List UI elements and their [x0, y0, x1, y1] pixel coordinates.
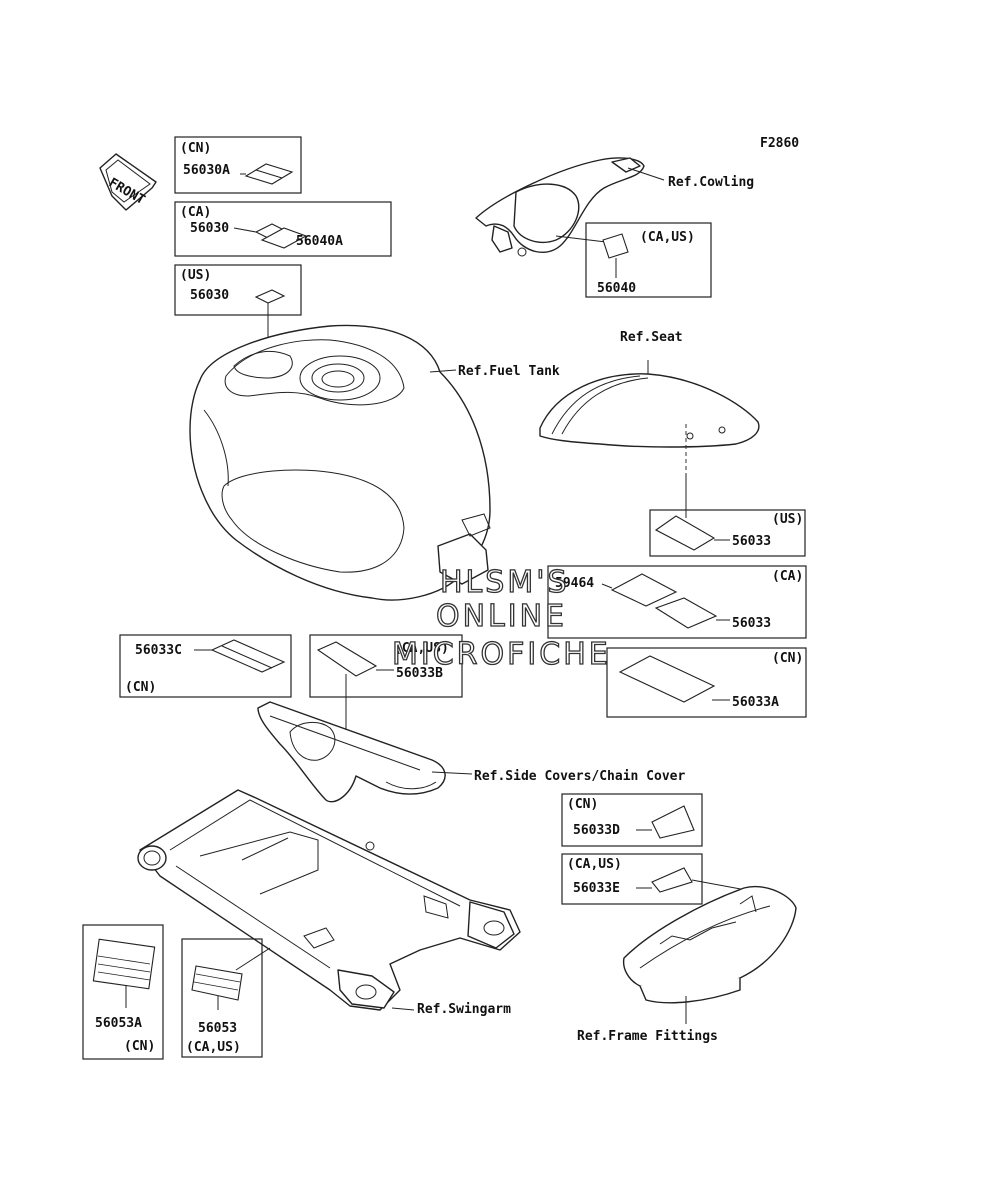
callout-swing-caus: 56053 (CA,US) — [181, 938, 263, 1058]
watermark-line-2: ONLINE — [436, 599, 567, 634]
callout-region: (CN) — [567, 797, 598, 812]
callout-region: (CA,US) — [186, 1040, 241, 1055]
callout-region: (US) — [180, 268, 211, 283]
ref-seat: Ref.Seat — [620, 330, 683, 345]
ref-side-covers: Ref.Side Covers/Chain Cover — [474, 769, 685, 784]
callout-region: (CN) — [125, 680, 156, 695]
callout-region: (CN) — [180, 141, 211, 156]
callout-part-number: 56040 — [597, 281, 636, 296]
ref-fuel-tank: Ref.Fuel Tank — [458, 364, 560, 379]
callout-ca-56030: (CA) 56030 56040A — [174, 201, 392, 257]
callout-region: (CA,US) — [640, 230, 695, 245]
swingarm-part: Ref.Swingarm — [137, 789, 521, 1017]
callout-part-number: 56053A — [95, 1016, 142, 1031]
callout-part-number-2: 56033 — [732, 616, 771, 631]
callout-us-56030: (US) 56030 — [174, 264, 302, 355]
ref-cowling: Ref.Cowling — [668, 175, 754, 190]
figure-code: F2860 — [760, 136, 799, 151]
fuel-tank-part: Ref.Fuel Tank — [189, 324, 560, 601]
callout-region: (CN) — [772, 651, 803, 666]
watermark-line-1: HLSM'S — [440, 565, 570, 600]
watermark: HLSM'S ONLINE MICROFICHE — [391, 564, 611, 672]
callout-part-number: 56033E — [573, 881, 620, 896]
ref-swingarm: Ref.Swingarm — [417, 1002, 511, 1017]
callout-region: (CA) — [772, 569, 803, 584]
callout-part-number: 56030 — [190, 288, 229, 303]
side-cover-part: Ref.Side Covers/Chain Cover — [257, 701, 685, 803]
front-arrow-icon: FRONT — [99, 153, 157, 211]
callout-part-number: 56033 — [732, 534, 771, 549]
callout-side-cn: 56033C (CN) — [119, 634, 292, 698]
callout-part-number: 56033C — [135, 643, 182, 658]
callout-part-number: 56030A — [183, 163, 230, 178]
callout-cowl-56040: (CA,US) 56040 — [585, 222, 712, 298]
seat-part: Ref.Seat — [539, 330, 760, 518]
callout-part-number: 56053 — [198, 1021, 237, 1036]
callout-seat-us: (US) 56033 — [649, 509, 806, 557]
callout-seat-cn: (CN) 56033A — [606, 647, 807, 718]
callout-part-number-2: 56040A — [296, 234, 343, 249]
callout-seat-ca: (CA) 59464 56033 — [547, 565, 807, 639]
callout-part-number: 56033B — [396, 666, 443, 681]
callout-region: (CA,US) — [567, 857, 622, 872]
callout-swing-cn: 56053A (CN) — [82, 924, 164, 1060]
callout-region: (CA) — [180, 205, 211, 220]
callout-cn-56030a: (CN) 56030A — [174, 136, 302, 194]
ref-frame-fittings: Ref.Frame Fittings — [577, 1029, 718, 1044]
callout-part-number: 56033D — [573, 823, 620, 838]
cowling-part: Ref.Cowling — [475, 157, 754, 257]
callout-part-number: 56030 — [190, 221, 229, 236]
callout-region: (CN) — [124, 1039, 155, 1054]
callout-side-caus: (CA,US) 56033B — [309, 634, 463, 740]
callout-part-number: 56033A — [732, 695, 779, 710]
callout-region: (US) — [772, 512, 803, 527]
callout-frame-cn: (CN) 56033D — [561, 793, 703, 847]
frame-fittings-part: Ref.Frame Fittings — [577, 886, 797, 1044]
watermark-line-3: MICROFICHE — [392, 637, 611, 672]
callout-part-number: 59464 — [555, 576, 594, 591]
callout-frame-caus: (CA,US) 56033E — [561, 853, 747, 928]
callout-region: (CA,US) — [394, 641, 449, 656]
